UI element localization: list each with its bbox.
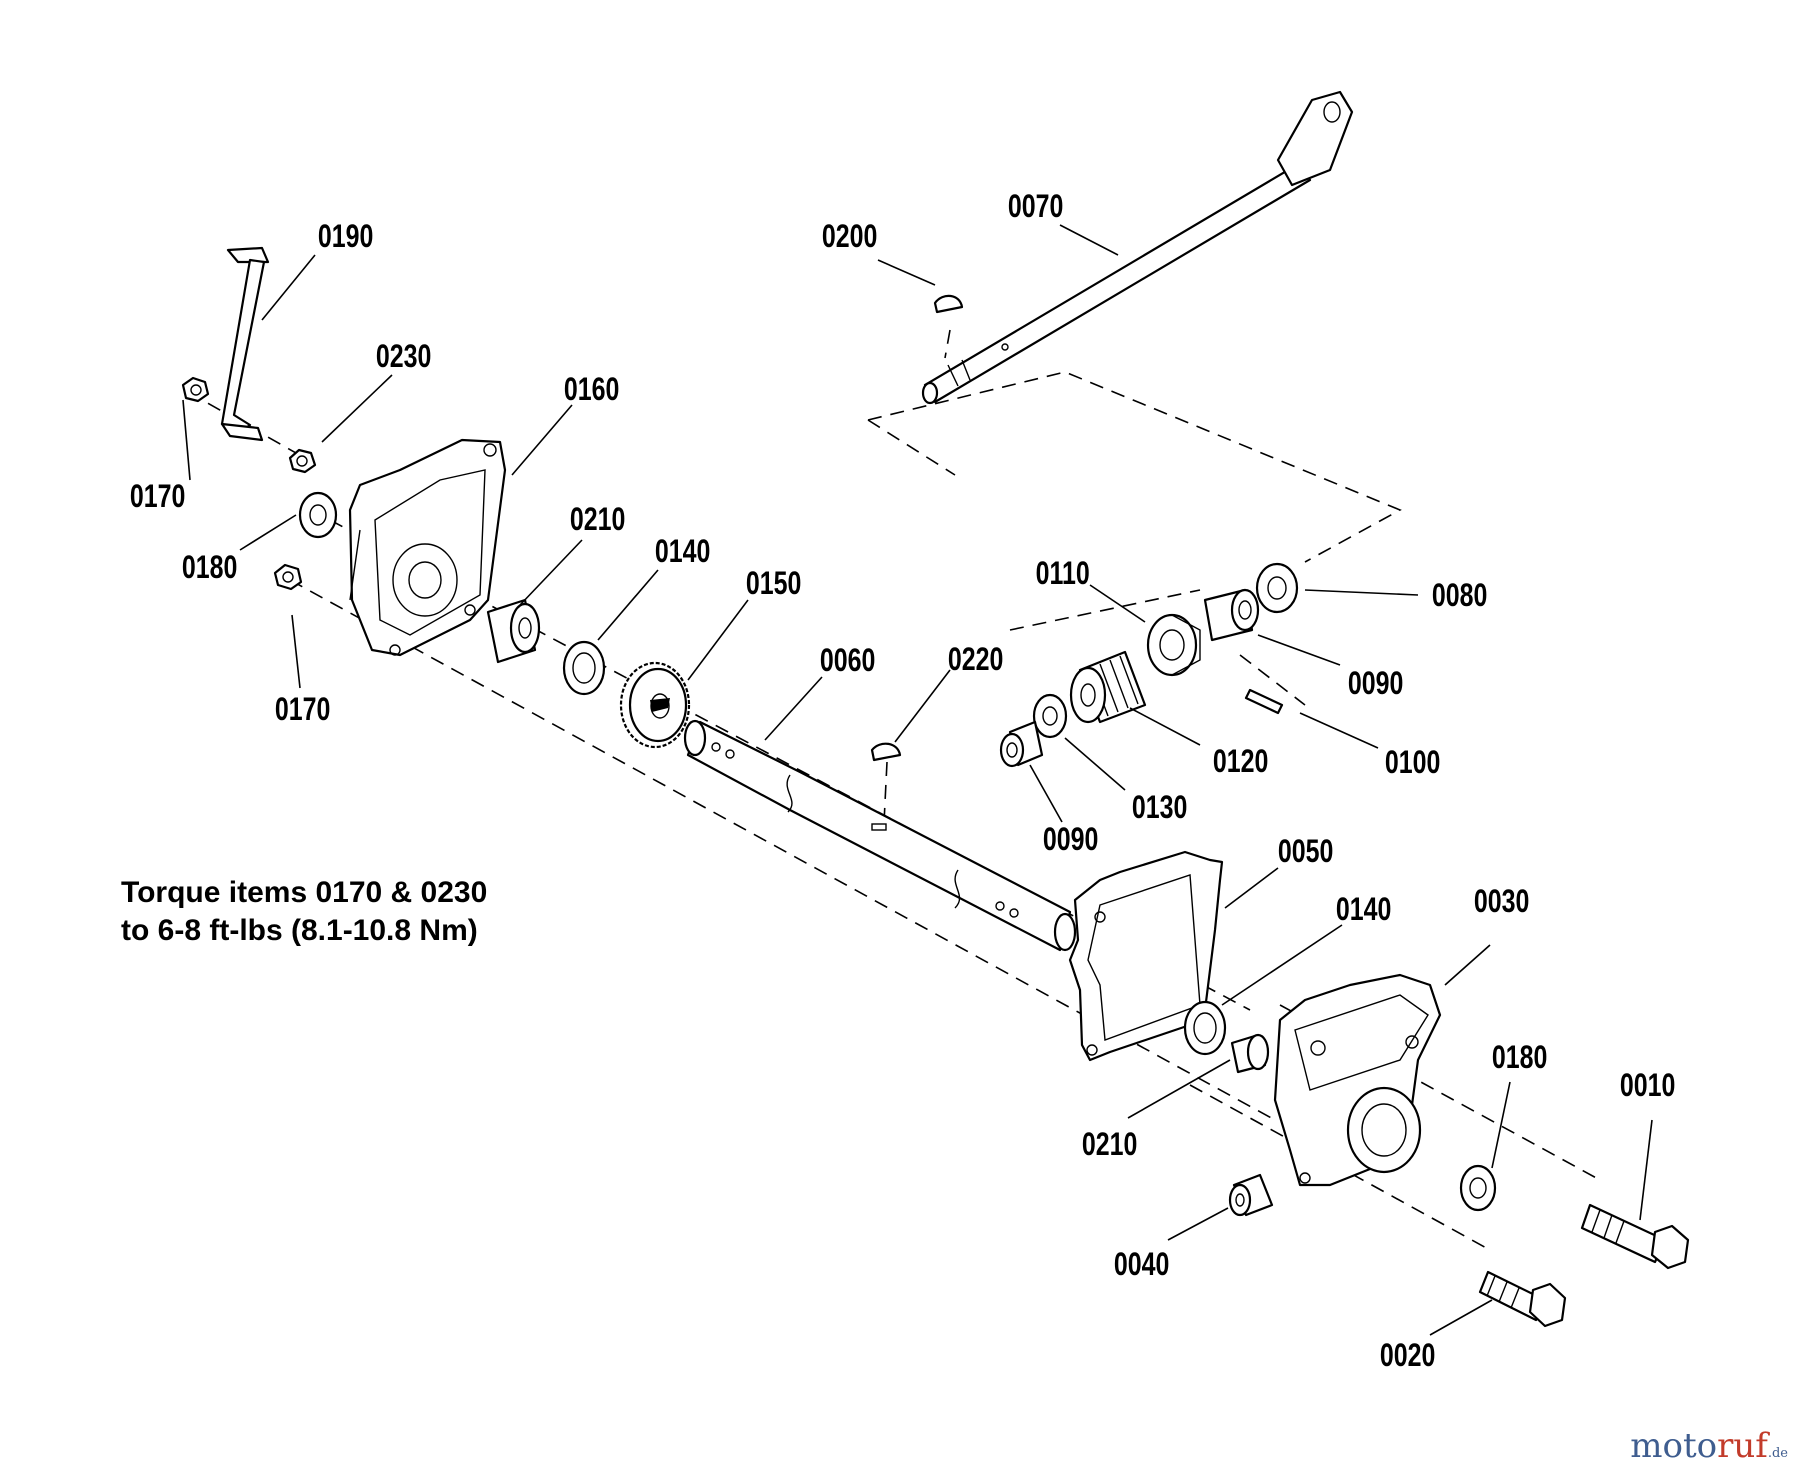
- woodruff-key-lower-part: [870, 742, 902, 762]
- leader-lines: [182, 224, 1653, 1336]
- roll-pin-part: [1244, 688, 1284, 715]
- callout-0170-upper: 0170: [130, 479, 186, 515]
- callout-0100: 0100: [1385, 745, 1441, 781]
- worm-shaft-part: [921, 90, 1354, 405]
- bearing-part-left: [298, 491, 338, 539]
- bushing-part-left: [486, 598, 541, 664]
- callout-0140-right: 0140: [1336, 892, 1392, 928]
- hex-bolt-short-part: [1478, 1270, 1567, 1328]
- torque-note-line-2: to 6-8 ft-lbs (8.1-10.8 Nm): [121, 914, 478, 947]
- set-screw-part: [1228, 1173, 1274, 1217]
- bushing-part-0090-upper: [1203, 588, 1260, 642]
- torque-note-line-1: Torque items 0170 & 0230: [121, 876, 487, 909]
- callout-0060: 0060: [820, 643, 876, 679]
- axle-shaft-part: [683, 719, 1077, 952]
- spur-gear-part: [619, 661, 691, 749]
- washer-part-right: [1183, 1000, 1227, 1056]
- callout-0220: 0220: [948, 642, 1004, 678]
- shift-rod-part: [220, 246, 270, 442]
- callout-0080: 0080: [1432, 578, 1488, 614]
- thrust-washer-part: [1032, 693, 1068, 739]
- callout-0120: 0120: [1213, 744, 1269, 780]
- callout-0210-left: 0210: [570, 502, 626, 538]
- callout-0190: 0190: [318, 219, 374, 255]
- callout-0160: 0160: [564, 372, 620, 408]
- callout-0230: 0230: [376, 339, 432, 375]
- bearing-part-right: [1459, 1164, 1497, 1212]
- watermark-part-1: moto: [1630, 1426, 1718, 1466]
- woodruff-key-upper-part: [933, 294, 964, 314]
- bushing-part-0090-lower: [999, 720, 1044, 768]
- callout-0090-lower: 0090: [1043, 822, 1099, 858]
- flange-nut-part: [288, 448, 317, 474]
- callout-0200: 0200: [822, 219, 878, 255]
- watermark-part-2: ruf: [1717, 1426, 1768, 1466]
- callout-0130: 0130: [1132, 790, 1188, 826]
- callout-labels: 0190 0230 0160 0170 0180 0170 0210 0140 …: [130, 189, 1676, 1374]
- watermark-part-3: .de: [1767, 1446, 1788, 1461]
- torque-note: Torque items 0170 & 0230 to 6-8 ft-lbs (…: [121, 876, 487, 947]
- gear-housing-right-part: [1273, 973, 1442, 1187]
- gear-housing-left-part: [348, 438, 507, 657]
- callout-0090-upper: 0090: [1348, 666, 1404, 702]
- callout-0140-left: 0140: [655, 534, 711, 570]
- worm-gear-part: [1069, 650, 1147, 724]
- callout-0070: 0070: [1008, 189, 1064, 225]
- callout-0040: 0040: [1114, 1247, 1170, 1283]
- callout-0170-lower: 0170: [275, 692, 331, 728]
- washer-part-left: [562, 640, 606, 696]
- callout-0010: 0010: [1620, 1068, 1676, 1104]
- callout-0210-right: 0210: [1082, 1127, 1138, 1163]
- callout-0150: 0150: [746, 566, 802, 602]
- callout-0050: 0050: [1278, 834, 1334, 870]
- callout-0030: 0030: [1474, 884, 1530, 920]
- collar-part: [1146, 613, 1201, 677]
- hex-bolt-long-part: [1580, 1203, 1690, 1270]
- callout-0020: 0020: [1380, 1338, 1436, 1374]
- watermark-logo: motoruf.de: [1630, 1426, 1788, 1466]
- nut-part-upper: [181, 376, 210, 403]
- bushing-part-right: [1230, 1033, 1270, 1074]
- nut-part-lower: [273, 563, 303, 591]
- callout-0110: 0110: [1036, 556, 1090, 592]
- callout-0180-right: 0180: [1492, 1040, 1548, 1076]
- callout-0180-left: 0180: [182, 550, 238, 586]
- bearing-part-0080: [1255, 562, 1299, 614]
